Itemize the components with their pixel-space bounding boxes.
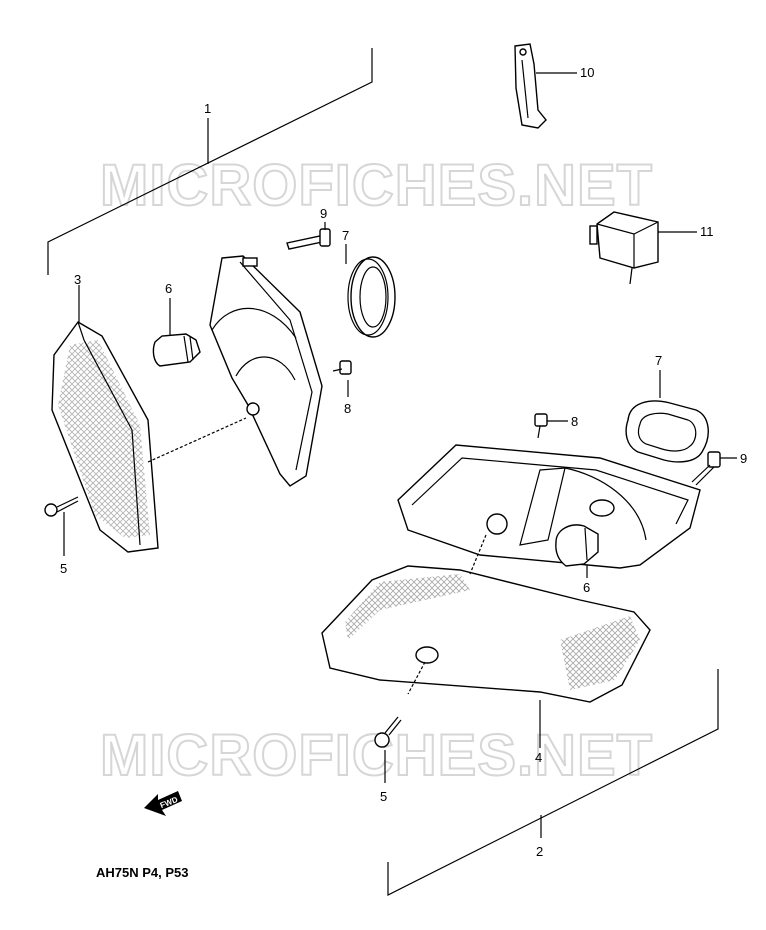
callout-5a: 5 — [60, 561, 67, 576]
watermark-top: MICROFICHES.NET — [100, 153, 653, 218]
callout-7b: 7 — [655, 353, 662, 368]
callout-1: 1 — [204, 101, 211, 116]
lens-part-3 — [51, 321, 159, 553]
lens-part-4 — [321, 565, 651, 703]
callout-6b: 6 — [583, 580, 590, 595]
grommet-part-7b — [625, 400, 709, 463]
relay-part-11 — [589, 211, 659, 285]
callout-2: 2 — [536, 844, 543, 859]
bracket-part-10 — [514, 43, 547, 129]
housing-right — [397, 444, 701, 569]
housing-left — [209, 255, 323, 487]
fwd-label: FWD — [159, 795, 179, 810]
drawing-code: AH75N P4, P53 — [96, 865, 189, 880]
callout-4: 4 — [535, 750, 542, 765]
bulb-part-6b — [555, 524, 599, 567]
screw-part-8a — [332, 360, 352, 375]
grommet-part-7a — [347, 256, 396, 338]
callout-8a: 8 — [344, 401, 351, 416]
callout-8b: 8 — [571, 414, 578, 429]
assembly-bracket-2 — [387, 669, 719, 896]
screw-part-9a — [286, 228, 331, 250]
screw-part-5a — [44, 496, 79, 517]
assembly-bracket-1 — [47, 48, 373, 275]
watermark-bottom: MICROFICHES.NET — [100, 723, 653, 788]
callout-7a: 7 — [342, 228, 349, 243]
callout-10: 10 — [580, 65, 594, 80]
callout-3: 3 — [74, 272, 81, 287]
bulb-part-6a — [152, 333, 201, 367]
screw-part-8b — [534, 413, 548, 439]
screw-part-5b — [374, 716, 402, 748]
callout-9b: 9 — [740, 451, 747, 466]
callout-5b: 5 — [380, 789, 387, 804]
screw-part-9b — [691, 451, 721, 486]
fwd-arrow-icon: FWD — [144, 791, 182, 816]
callout-11: 11 — [700, 224, 714, 239]
callout-9a: 9 — [320, 206, 327, 221]
callout-6a: 6 — [165, 281, 172, 296]
